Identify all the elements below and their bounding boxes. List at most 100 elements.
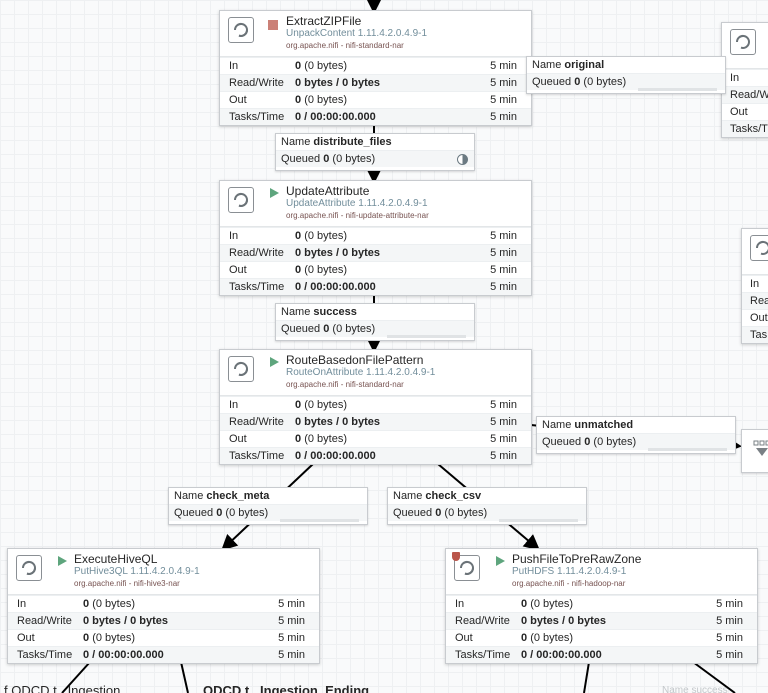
processor-icon <box>730 29 756 55</box>
stat-label: Tasks/Time <box>455 649 511 661</box>
connection-name-row: Name distribute_files <box>281 136 392 148</box>
stat-label: In <box>229 230 239 242</box>
stat-label: In <box>229 399 239 411</box>
processor-type: UpdateAttribute 1.11.4.2.0.4.9-1 <box>286 198 428 209</box>
stat-label: Out <box>455 632 473 644</box>
stat-row-out: Out <box>742 309 768 326</box>
processor-push-file-to-pre-raw-zone[interactable]: PushFileToPreRawZone PutHDFS 1.11.4.2.0.… <box>445 548 758 664</box>
processor-route-based-on-file-pattern[interactable]: RouteBasedonFilePattern RouteOnAttribute… <box>219 349 532 465</box>
stat-label: Out <box>229 264 247 276</box>
push-out-line-b[interactable] <box>692 661 736 693</box>
stat-window: 5 min <box>490 399 517 411</box>
processor-bundle: org.apache.nifi - nifi-hive3-nar <box>74 579 180 588</box>
connection-label-distribute-files[interactable]: Name distribute_files Queued 0 (0 bytes) <box>275 133 475 171</box>
hive-out-line-a[interactable] <box>61 661 91 693</box>
processor-type: PutHive3QL 1.11.4.2.0.4.9-1 <box>74 566 200 577</box>
queue-progress-bar <box>279 519 359 522</box>
processor-bundle: org.apache.nifi - nifi-hadoop-nar <box>512 579 626 588</box>
stat-row-read-write: Read/W <box>722 86 768 103</box>
stat-value: 0 (0 bytes) <box>295 264 347 276</box>
stat-value: 0 (0 bytes) <box>295 94 347 106</box>
stat-label: Out <box>730 106 748 118</box>
connection-queued-row: Queued 0 (0 bytes) <box>527 73 725 90</box>
stat-value: 0 (0 bytes) <box>295 60 347 72</box>
processor-update-attribute[interactable]: UpdateAttribute UpdateAttribute 1.11.4.2… <box>219 180 532 296</box>
stat-value: 0 (0 bytes) <box>295 433 347 445</box>
connection-name-row: Name check_csv <box>393 490 482 502</box>
running-icon <box>58 556 67 566</box>
stat-label: Tas <box>750 329 768 341</box>
connection-name-row: Name unmatched <box>542 419 634 431</box>
stat-row-out: Out 0 (0 bytes) 5 min <box>220 261 531 278</box>
restricted-shield-icon <box>452 552 460 561</box>
connection-label-original[interactable]: Name original Queued 0 (0 bytes) <box>526 56 726 94</box>
stat-window: 5 min <box>490 94 517 106</box>
queue-progress-bar <box>637 88 717 91</box>
stat-window: 5 min <box>716 649 743 661</box>
bottom-label-left: f ODCD.t_ Ingestion <box>4 683 121 693</box>
stat-value: 0 / 00:00:00.000 <box>295 111 376 123</box>
processor-name: UpdateAttribute <box>286 184 370 198</box>
stopped-icon <box>268 20 278 30</box>
stat-window: 5 min <box>716 598 743 610</box>
processor-partial-top-right[interactable]: In Read/W Out Tasks/T <box>721 22 768 138</box>
stat-row-read-write: Read/Write 0 bytes / 0 bytes 5 min <box>8 612 319 629</box>
stat-window: 5 min <box>278 615 305 627</box>
stat-label: Read/Write <box>229 416 284 428</box>
stat-window: 5 min <box>490 60 517 72</box>
stat-row-in: In <box>722 69 768 86</box>
funnel-icon[interactable] <box>741 429 768 473</box>
stat-label: Read/Write <box>17 615 72 627</box>
connection-name-row: Name original <box>532 59 605 71</box>
stat-window: 5 min <box>278 632 305 644</box>
connection-queued-row: Queued 0 (0 bytes) <box>276 150 474 167</box>
bottom-label-process-group[interactable]: ODCD.t_ Ingestion_Ending <box>203 683 370 693</box>
push-out-line-a[interactable] <box>583 661 590 693</box>
stat-window: 5 min <box>716 615 743 627</box>
stat-window: 5 min <box>490 450 517 462</box>
processor-name: RouteBasedonFilePattern <box>286 353 424 367</box>
load-balance-icon <box>457 154 468 165</box>
processor-name: ExecuteHiveQL <box>74 552 158 566</box>
connection-queued-row: Queued 0 (0 bytes) <box>388 504 586 521</box>
running-icon <box>496 556 505 566</box>
stat-value: 0 (0 bytes) <box>521 632 573 644</box>
stat-row-in: In <box>742 275 768 292</box>
queue-progress-bar <box>386 335 466 338</box>
hive-out-line-b[interactable] <box>180 661 189 693</box>
stat-window: 5 min <box>278 649 305 661</box>
processor-partial-mid-right[interactable]: In Rea Out Tas <box>741 228 768 344</box>
stat-value: 0 bytes / 0 bytes <box>521 615 606 627</box>
stat-label: Read/Write <box>229 247 284 259</box>
stat-row-tasks: Tas <box>742 326 768 343</box>
stat-row-tasks: Tasks/T <box>722 120 768 137</box>
stat-value: 0 bytes / 0 bytes <box>295 247 380 259</box>
connection-label-check-csv[interactable]: Name check_csv Queued 0 (0 bytes) <box>387 487 587 525</box>
processor-icon <box>750 235 768 261</box>
queue-progress-bar <box>647 448 727 451</box>
stat-label: In <box>17 598 27 610</box>
connection-label-unmatched[interactable]: Name unmatched Queued 0 (0 bytes) <box>536 416 736 454</box>
processor-extract-zip-file[interactable]: ExtractZIPFile UnpackContent 1.11.4.2.0.… <box>219 10 532 126</box>
stat-value: 0 / 00:00:00.000 <box>295 281 376 293</box>
processor-execute-hive-ql[interactable]: ExecuteHiveQL PutHive3QL 1.11.4.2.0.4.9-… <box>7 548 320 664</box>
stat-window: 5 min <box>490 264 517 276</box>
connection-label-check-meta[interactable]: Name check_meta Queued 0 (0 bytes) <box>168 487 368 525</box>
stat-value: 0 (0 bytes) <box>83 598 135 610</box>
stat-window: 5 min <box>490 247 517 259</box>
connection-label-success[interactable]: Name success Queued 0 (0 bytes) <box>275 303 475 341</box>
connection-name-row: Name success <box>281 306 357 318</box>
stat-label: Rea <box>750 295 768 307</box>
stat-label: Out <box>17 632 35 644</box>
stat-window: 5 min <box>490 77 517 89</box>
stat-value: 0 bytes / 0 bytes <box>83 615 168 627</box>
